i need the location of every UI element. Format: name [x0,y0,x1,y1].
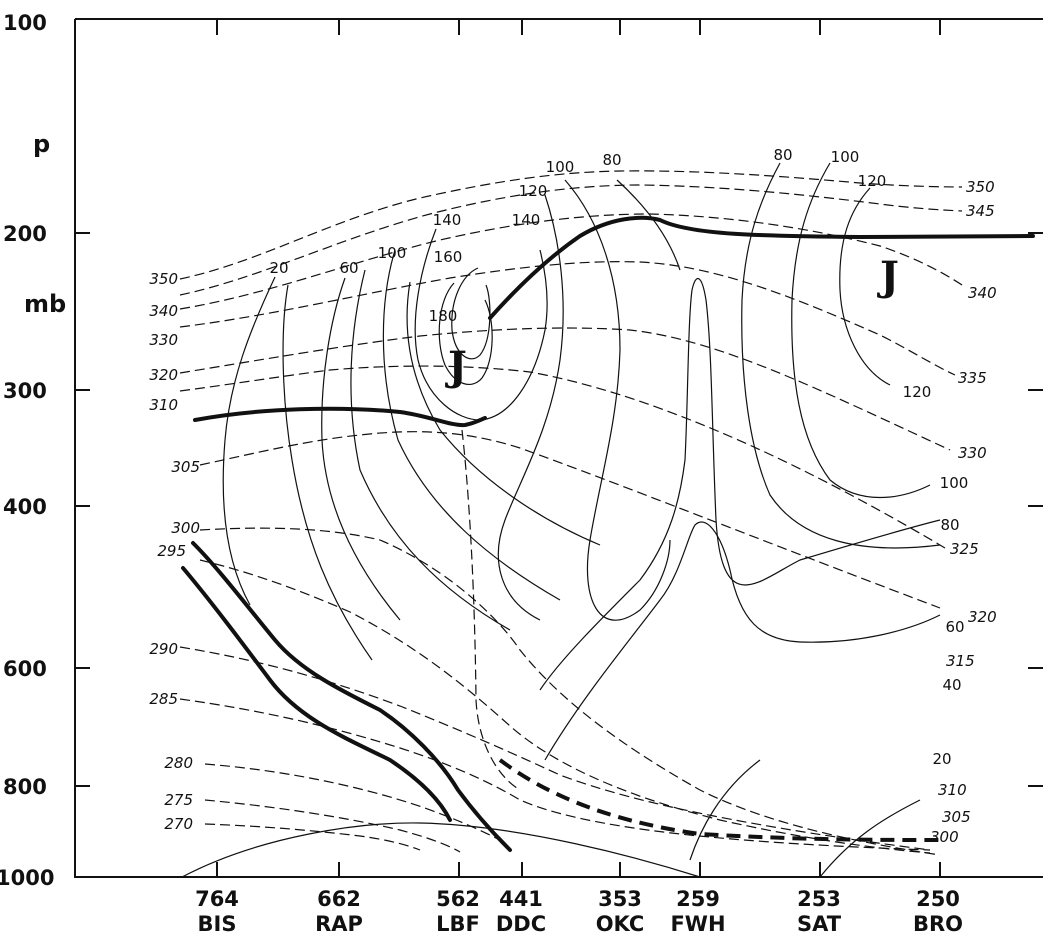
jet-core-marker: J [445,343,467,390]
isentrope-label: 295 [157,542,186,560]
isotach-label: 120 [858,172,887,190]
isotach-labels-east: 80 100 120 120 100 80 60 40 20 [773,146,968,768]
isentrope-label: 340 [149,302,178,320]
isotach-labels-west: 20 60 100 140 160 180 140 120 100 80 [269,151,621,325]
station-number: 250 [916,887,960,911]
plot-frame [74,18,1043,878]
station-code: OKC [596,912,645,936]
station-code: DDC [496,912,546,936]
isotach-label: 60 [945,618,964,636]
boundary-lines [181,215,1035,852]
isotach-label: 100 [940,474,969,492]
isentrope-label: 340 [968,284,997,302]
isentrope-label: 330 [958,444,987,462]
isentrope-label: 310 [938,781,967,799]
station-code: BIS [198,912,237,936]
pressure-label-600: 600 [3,657,47,681]
isotach-label: 100 [378,244,407,262]
isentrope-label: 330 [149,331,178,349]
pressure-label-800: 800 [3,775,47,799]
isentrope-label: 305 [171,458,200,476]
isentrope-labels-right: 350 345 340 335 330 325 320 315 310 305 … [930,178,997,846]
isentrope-label: 310 [149,396,178,414]
isotach-label: 180 [429,307,458,325]
pressure-label-100: 100 [3,11,47,35]
station-number: 441 [499,887,543,911]
isotach-label: 100 [546,158,575,176]
isotachs [222,162,941,878]
isentrope-label: 320 [968,608,997,626]
isotach-label: 140 [512,211,541,229]
isotach-label: 80 [940,516,959,534]
station-ticks [216,19,941,877]
station-code: FWH [670,912,725,936]
isotach-label: 80 [602,151,621,169]
pressure-label-400: 400 [3,495,47,519]
station-code: LBF [436,912,480,936]
station-number: 259 [676,887,720,911]
isentrope-label: 300 [171,519,200,537]
isentrope-label: 300 [930,828,959,846]
station-code: SAT [797,912,842,936]
station-labels: 764 BIS 662 RAP 562 LBF 441 DDC 353 OKC … [195,887,963,936]
station-number: 353 [598,887,642,911]
station-number: 253 [797,887,841,911]
station-number: 764 [195,887,239,911]
terrain-outline [181,822,701,878]
station-number: 562 [436,887,480,911]
isentrope-label: 305 [942,808,971,826]
isentrope-label: 285 [149,690,178,708]
isentrope-label: 290 [149,640,178,658]
axis-title-mb: mb [24,290,66,318]
isentrope-label: 325 [950,540,979,558]
isotach-label: 20 [932,750,951,768]
jet-core-marker: J [877,253,899,300]
station-code: BRO [913,912,963,936]
isentropes [179,170,966,856]
isotach-label: 120 [519,182,548,200]
isentrope-label: 315 [946,652,975,670]
isotach-label: 100 [831,148,860,166]
pressure-label-1000: 1000 [0,866,54,890]
isotach-label: 80 [773,146,792,164]
isotach-label: 160 [434,248,463,266]
station-number: 662 [317,887,361,911]
pressure-label-300: 300 [3,379,47,403]
station-code: RAP [315,912,363,936]
axis-title-p: p [33,130,50,158]
pressure-axis-ticks [75,232,1043,787]
pressure-label-200: 200 [3,222,47,246]
isentrope-label: 270 [164,815,193,833]
isentrope-label: 345 [966,202,995,220]
isotach-label: 120 [903,383,932,401]
isentrope-label: 320 [149,366,178,384]
isentrope-label: 275 [164,791,193,809]
isotach-label: 140 [433,211,462,229]
isotach-label: 20 [269,259,288,277]
isentrope-label: 335 [958,369,987,387]
isotach-label: 40 [942,676,961,694]
isotach-label: 60 [339,259,358,277]
isentrope-labels-left: 350 340 330 320 310 305 300 295 290 285 … [149,270,200,833]
isentrope-label: 350 [966,178,995,196]
isentrope-label: 280 [164,754,193,772]
isentrope-label: 350 [149,270,178,288]
